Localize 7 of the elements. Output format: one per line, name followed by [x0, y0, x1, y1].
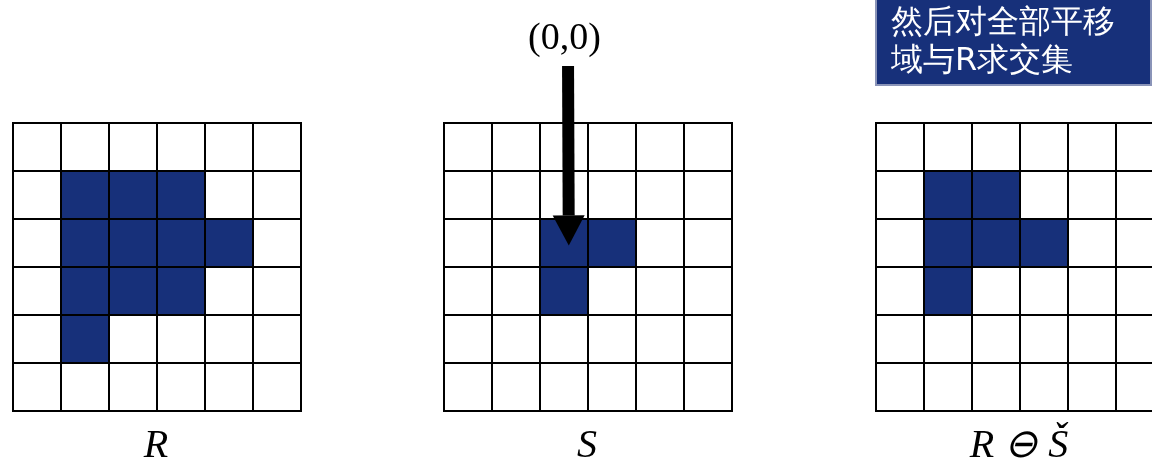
grid-caption: R — [142, 420, 170, 467]
note-text: 然后对全部平移域与R求交集 — [891, 2, 1115, 78]
grid-caption: S — [576, 420, 598, 467]
note-box — [875, 0, 1152, 86]
arrow — [552, 65, 585, 246]
grid-caption: R ⊖ Š — [968, 420, 1070, 467]
coordinate-label: (0,0) — [528, 14, 601, 58]
